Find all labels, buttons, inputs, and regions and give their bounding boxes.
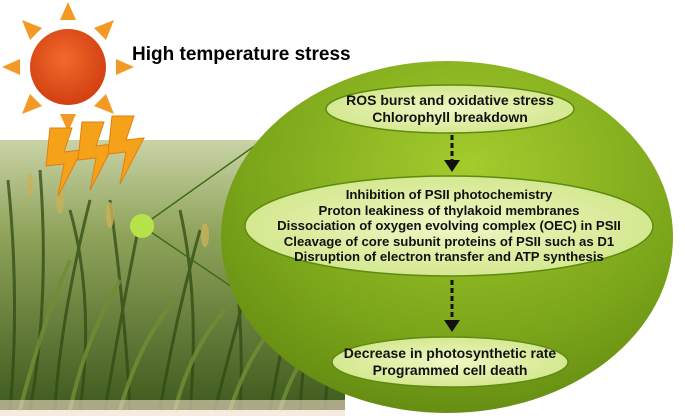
box2-oval [244,175,654,277]
box-line: Programmed cell death [372,362,528,378]
box-line: Disruption of electron transfer and ATP … [294,249,604,265]
box-line: Proton leakiness of thylakoid membranes [318,202,580,218]
box-line: Inhibition of PSII photochemistry [345,187,553,203]
box-line: Decrease in photosynthetic rate [343,345,557,362]
lightning-bolt-icon [45,115,145,197]
box-line: Cleavage of core subunit proteins of PSI… [283,233,615,249]
box-ros-burst: ROS burst and oxidative stress Chlorophy… [330,88,570,130]
box1-oval [325,84,575,134]
box-line: Chlorophyll breakdown [372,109,528,125]
arrow-down-icon [444,135,460,172]
box-psii-inhibition: Inhibition of PSII photochemistry Proton… [250,180,648,272]
box-line: Dissociation of oxygen evolving complex … [277,218,621,234]
box-photosynthesis-decrease: Decrease in photosynthetic rate Programm… [334,340,566,384]
box3-oval [331,336,569,388]
box-line: ROS burst and oxidative stress [346,92,554,109]
sun-icon [2,2,134,132]
arrow-down-icon [444,280,460,332]
diagram-title: High temperature stress [132,44,351,65]
